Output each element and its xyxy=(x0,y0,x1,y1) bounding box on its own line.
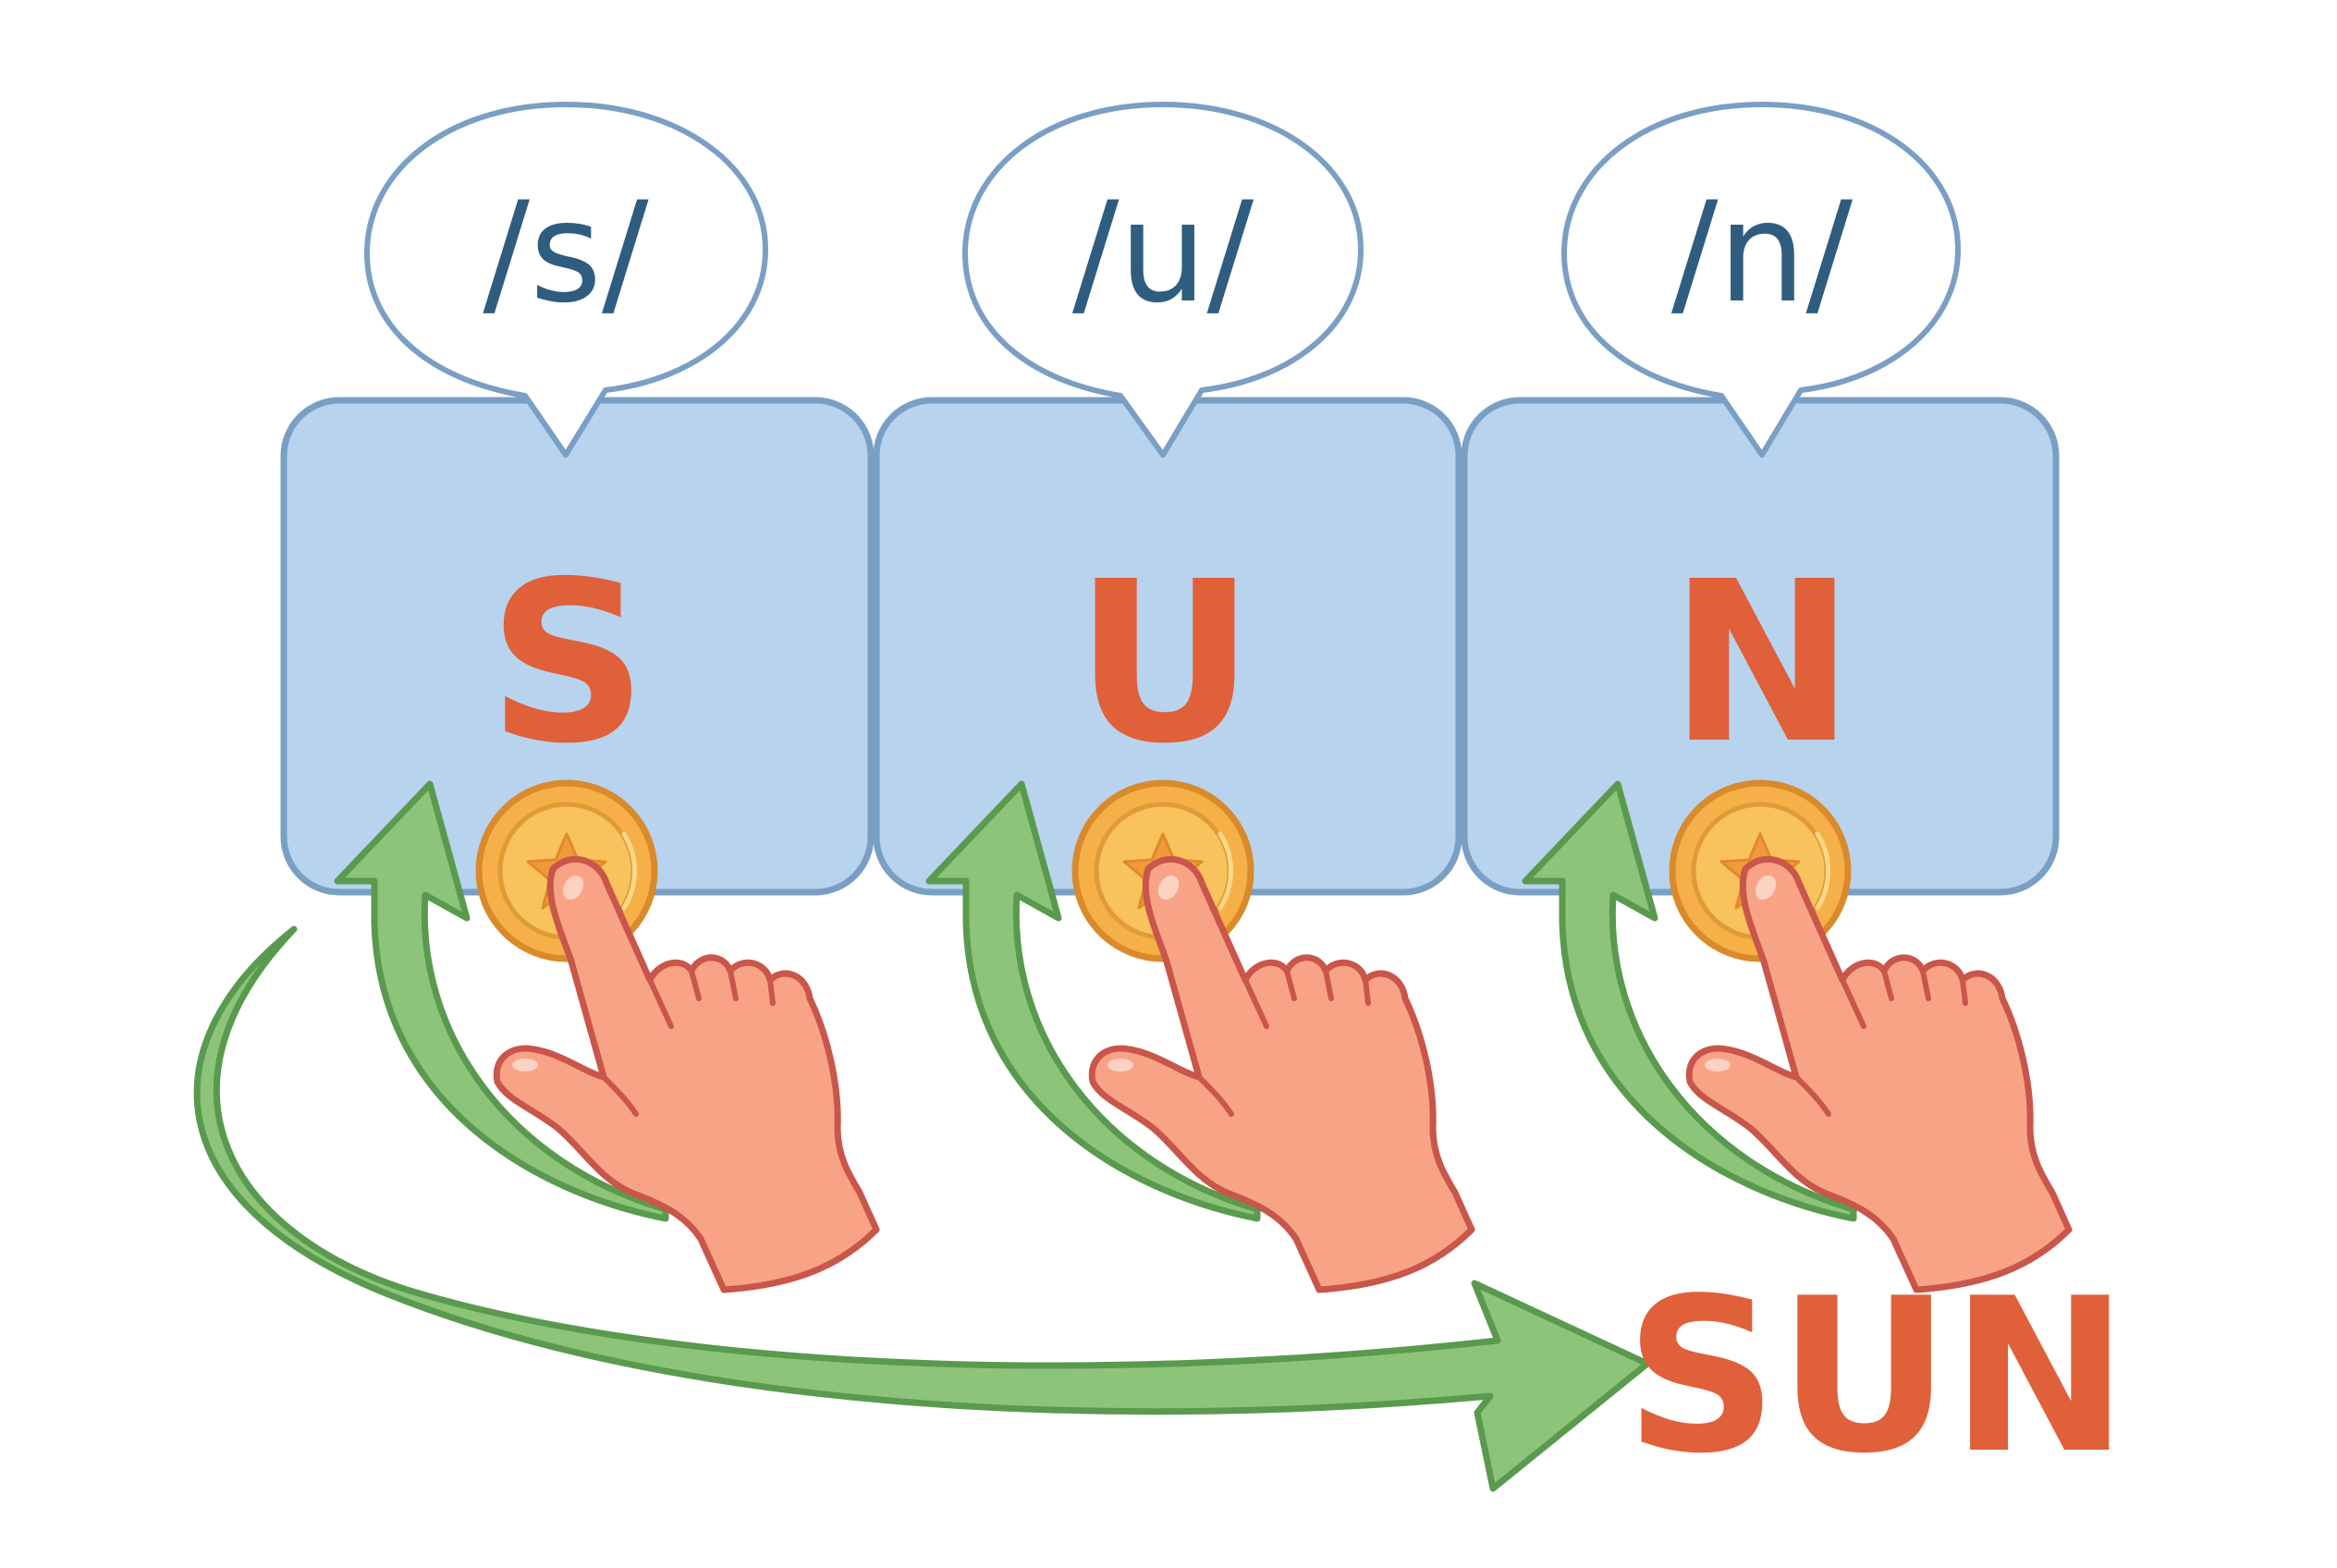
sound-label-n: /n/ xyxy=(1671,173,1854,334)
sound-label-s: /s/ xyxy=(483,173,649,334)
speech-bubble-icon xyxy=(363,102,768,458)
sound-label-u: /u/ xyxy=(1072,173,1254,334)
tile-letter-n: N xyxy=(1670,533,1855,792)
speech-bubble-icon xyxy=(1560,102,1961,458)
tile-letter-s: S xyxy=(488,533,648,792)
tile-letter-u: U xyxy=(1075,533,1255,792)
blend-arrow-icon xyxy=(193,925,1651,1492)
blended-word: SUN xyxy=(1625,1254,2129,1501)
speech-bubble-icon xyxy=(961,102,1364,458)
